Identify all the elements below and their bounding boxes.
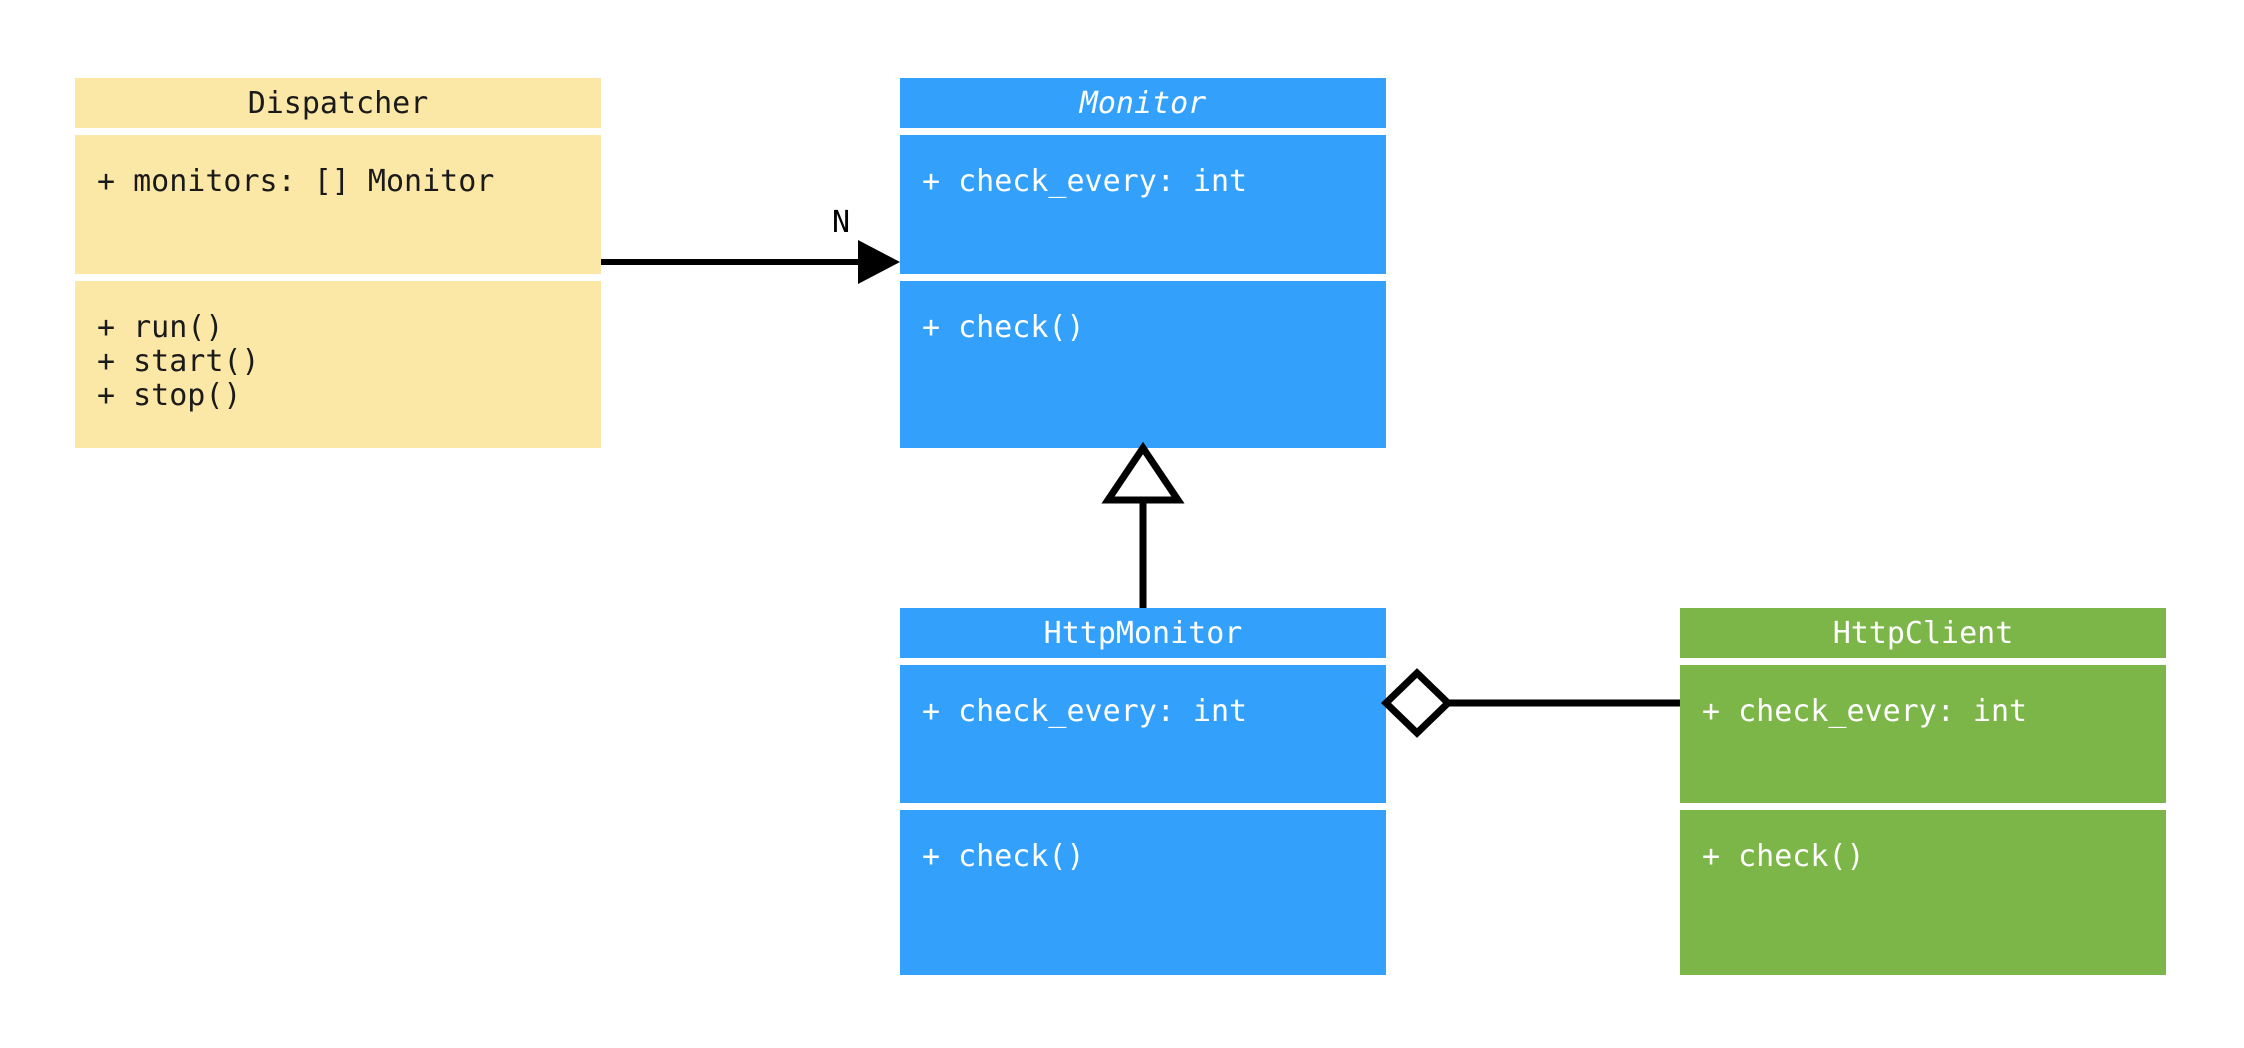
class-methods-dispatcher: + run() + start() + stop() bbox=[75, 281, 601, 448]
class-attributes-http-monitor: + check_every: int bbox=[900, 665, 1386, 803]
filled-triangle-arrowhead-icon bbox=[858, 240, 900, 284]
association-dispatcher-monitor bbox=[601, 240, 900, 284]
class-title-http-client: HttpClient bbox=[1680, 608, 2166, 658]
class-methods-http-client: + check() bbox=[1680, 810, 2166, 975]
class-box-http-client[interactable]: HttpClient + check_every: int + check() bbox=[1680, 608, 2166, 975]
compartment-separator bbox=[75, 128, 601, 135]
class-attributes-dispatcher: + monitors: [] Monitor bbox=[75, 135, 601, 274]
compartment-separator bbox=[900, 128, 1386, 135]
compartment-separator bbox=[900, 803, 1386, 810]
class-title-monitor: Monitor bbox=[900, 78, 1386, 128]
compartment-separator bbox=[75, 274, 601, 281]
class-methods-monitor: + check() bbox=[900, 281, 1386, 448]
compartment-separator bbox=[1680, 803, 2166, 810]
class-attributes-http-client: + check_every: int bbox=[1680, 665, 2166, 803]
class-methods-http-monitor: + check() bbox=[900, 810, 1386, 975]
class-box-dispatcher[interactable]: Dispatcher + monitors: [] Monitor + run(… bbox=[75, 78, 601, 448]
compartment-separator bbox=[1680, 658, 2166, 665]
hollow-diamond-icon bbox=[1380, 668, 1454, 738]
hollow-triangle-arrowhead-icon bbox=[1101, 441, 1185, 504]
class-title-dispatcher: Dispatcher bbox=[75, 78, 601, 128]
generalization-http-monitor-monitor bbox=[1101, 441, 1185, 608]
class-attributes-monitor: + check_every: int bbox=[900, 135, 1386, 274]
compartment-separator bbox=[900, 658, 1386, 665]
compartment-separator bbox=[900, 274, 1386, 281]
aggregation-http-monitor-http-client bbox=[1380, 668, 1680, 738]
class-box-http-monitor[interactable]: HttpMonitor + check_every: int + check() bbox=[900, 608, 1386, 975]
association-multiplicity-label: N bbox=[832, 205, 851, 240]
class-box-monitor[interactable]: Monitor + check_every: int + check() bbox=[900, 78, 1386, 448]
class-title-http-monitor: HttpMonitor bbox=[900, 608, 1386, 658]
